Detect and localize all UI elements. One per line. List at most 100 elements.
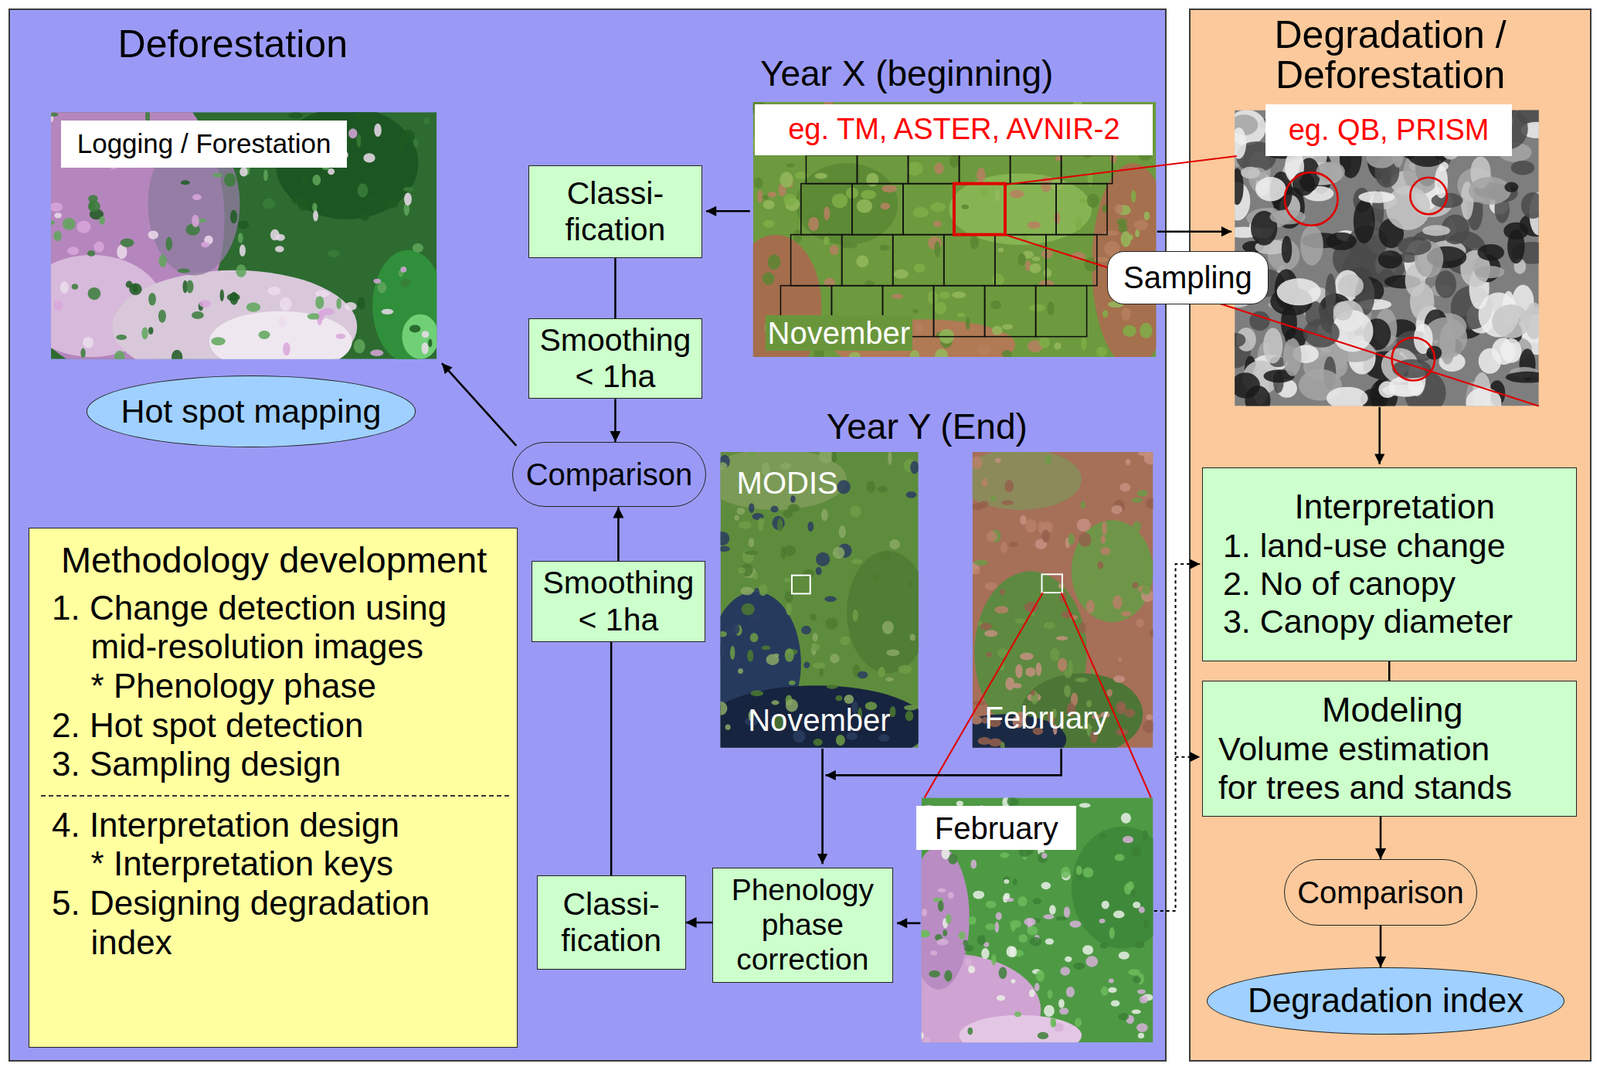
texture-dot [1124, 708, 1136, 717]
texture-dot [814, 173, 828, 180]
texture-dot [1034, 982, 1040, 992]
texture-dot [737, 567, 746, 575]
texture-dot [282, 342, 291, 356]
node-text: 2. No of canopy [1222, 564, 1567, 603]
texture-dot [1088, 574, 1096, 581]
node-heading: Classi- fication [542, 886, 681, 959]
node-text: * Phenology phase [51, 666, 505, 707]
texture-dot [1124, 883, 1132, 895]
texture-dot [839, 636, 850, 646]
process-box: Classi- fication [528, 165, 703, 259]
texture-dot [910, 461, 918, 475]
texture-dot [1008, 541, 1019, 547]
texture-dot [750, 632, 759, 643]
texture-dot [737, 668, 744, 674]
texture-dot [1053, 342, 1061, 350]
texture-dot [1009, 189, 1024, 198]
texture-dot [1032, 256, 1041, 262]
texture-dot [1134, 220, 1149, 231]
texture-dot [1107, 689, 1113, 697]
texture-dot [922, 805, 935, 814]
texture-dot [986, 530, 998, 542]
connector [1379, 816, 1383, 860]
node-heading: Hot spot mapping [110, 392, 391, 431]
texture-dot [937, 888, 946, 893]
ellipse-shape [275, 112, 419, 220]
texture-dot [1127, 968, 1141, 975]
zoom-line [1061, 592, 1152, 798]
connector [1379, 925, 1383, 968]
texture-dot [141, 326, 149, 340]
texture-dot [1234, 127, 1247, 160]
texture-dot [1073, 962, 1085, 970]
texture-dot [360, 210, 370, 222]
texture-dot [1145, 713, 1153, 721]
texture-dot [230, 209, 238, 224]
node-heading: Interpretation [1222, 487, 1567, 527]
logging-satellite-image [50, 112, 437, 360]
texture-dot [1041, 852, 1047, 860]
texture-dot [165, 236, 173, 251]
texture-dot [991, 954, 996, 965]
texture-dot [747, 649, 754, 663]
texture-dot [803, 661, 810, 669]
texture-dot [235, 264, 247, 278]
scene-tile [959, 155, 1011, 184]
texture-dot [1007, 797, 1017, 806]
texture-dot [947, 892, 955, 900]
texture-dot [811, 132, 823, 148]
texture-dot [939, 810, 946, 823]
texture-dot [940, 847, 950, 860]
texture-dot [334, 141, 345, 155]
texture-dot [1068, 659, 1074, 673]
texture-dot [824, 101, 833, 111]
texture-dot [1321, 110, 1364, 126]
texture-dot [880, 550, 891, 561]
texture-dot [237, 220, 249, 229]
flow-arrow [706, 210, 751, 213]
texture-dot [357, 183, 369, 198]
flow-arrow [441, 363, 517, 446]
texture-dot [281, 162, 294, 167]
texture-dot [873, 109, 880, 125]
texture-dot [1472, 114, 1507, 133]
texture-dot [1043, 268, 1052, 278]
texture-dot [1349, 121, 1373, 153]
texture-dot [1069, 920, 1081, 928]
texture-dot [1078, 198, 1088, 204]
texture-dot [1138, 150, 1152, 161]
texture-dot [762, 194, 769, 200]
texture-dot [761, 117, 774, 130]
texture-dot [1280, 305, 1298, 340]
texture-dot [1100, 986, 1109, 996]
texture-dot [842, 121, 859, 132]
texture-dot [991, 273, 1005, 287]
texture-dot [942, 929, 948, 937]
texture-dot [944, 969, 952, 982]
texture-dot [913, 263, 926, 273]
ellipse-shape [1071, 519, 1154, 622]
texture-dot [1078, 622, 1087, 634]
texture-dot [1315, 133, 1336, 156]
scene-tile [893, 234, 945, 286]
texture-dot [82, 336, 94, 349]
texture-dot [763, 200, 775, 210]
texture-dot [956, 312, 965, 318]
texture-dot [1110, 505, 1123, 515]
texture-dot [1043, 621, 1056, 629]
texture-dot [400, 266, 407, 273]
texture-dot [1005, 677, 1015, 691]
texture-dot [258, 330, 271, 340]
texture-dot [1099, 918, 1106, 924]
texture-dot [788, 680, 796, 686]
label-anchor: MODIS [737, 465, 839, 501]
texture-dot [1138, 1032, 1145, 1039]
texture-dot [912, 309, 918, 313]
texture-dot [312, 210, 319, 221]
texture-dot [933, 220, 942, 228]
texture-dot [1053, 211, 1060, 225]
texture-dot [823, 236, 830, 245]
texture-dot [907, 161, 924, 176]
texture-dot [1122, 325, 1137, 337]
texture-dot [1100, 546, 1111, 555]
